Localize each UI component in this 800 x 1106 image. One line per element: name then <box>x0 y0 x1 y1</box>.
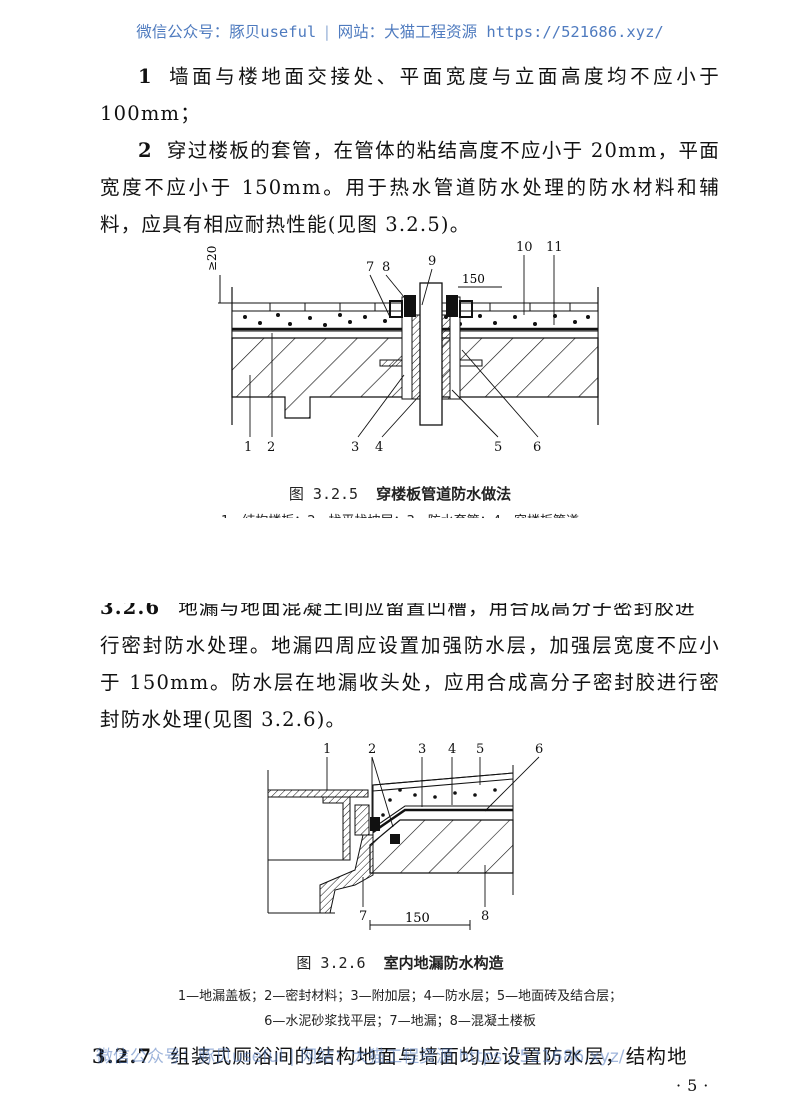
figure-3-2-6-diagram: 150 1 2 3 4 5 6 7 8 <box>267 742 543 930</box>
figure-3-2-5-caption: 图 3.2.5 穿楼板管道防水做法 <box>0 483 800 504</box>
page-number-value: 5 <box>687 1076 704 1095</box>
figure-3-2-6-legend-line1: 1—地漏盖板；2—密封材料；3—附加层；4—防水层；5—地面砖及结合层； <box>177 989 623 1004</box>
figure-title: 穿楼板管道防水做法 <box>376 485 512 503</box>
watermark-wechat: 微信公众号：豚贝useful <box>136 23 317 41</box>
section-text: 组装式厕浴间的结构地面与墙面均应设置防水层，结构地 <box>170 1045 688 1068</box>
svg-text:9: 9 <box>428 254 436 269</box>
figure-number: 图 3.2.6 <box>296 954 366 972</box>
figure-3-2-5-legend-clipped: 1—结构楼板；2—找平找坡层；3—防水套管；4—穿楼板管道 <box>0 510 800 518</box>
svg-text:7: 7 <box>359 909 367 924</box>
svg-text:8: 8 <box>382 260 390 275</box>
svg-text:10: 10 <box>516 240 533 255</box>
watermark-site: 网站：大猫工程资源 https://521686.xyz/ <box>337 23 664 41</box>
section-3-2-6-body: 行密封防水处理。地漏四周应设置加强防水层，加强层宽度不应小于 150mm。防水层… <box>100 627 720 738</box>
svg-text:2: 2 <box>267 440 275 455</box>
svg-text:5: 5 <box>494 440 502 455</box>
section-text-line1: 地漏与地面混凝土间应留置凹槽，用合成高分子密封胶进 <box>178 603 696 619</box>
section-3-2-6-line1-clipped: 3.2.6 地漏与地面混凝土间应留置凹槽，用合成高分子密封胶进 <box>100 603 720 625</box>
svg-text:1: 1 <box>244 440 252 455</box>
svg-text:3: 3 <box>418 742 426 757</box>
svg-text:8: 8 <box>481 909 489 924</box>
figure-3-2-6-caption: 图 3.2.6 室内地漏防水构造 <box>0 952 800 973</box>
svg-text:2: 2 <box>368 742 376 757</box>
svg-text:150: 150 <box>462 272 485 286</box>
svg-text:6: 6 <box>533 440 541 455</box>
section-3-2-7: 3.2.7 组装式厕浴间的结构地面与墙面均应设置防水层，结构地 <box>92 1040 688 1069</box>
section-number: 3.2.7 <box>92 1045 153 1068</box>
figure-title: 室内地漏防水构造 <box>383 954 504 972</box>
svg-text:11: 11 <box>546 240 563 255</box>
svg-text:150: 150 <box>405 911 430 926</box>
svg-text:1: 1 <box>323 742 331 757</box>
svg-text:≥20: ≥20 <box>205 246 219 271</box>
clause-text: 穿过楼板的套管，在管体的粘结高度不应小于 20mm，平面宽度不应小于 150mm… <box>100 139 720 236</box>
section-number: 3.2.6 <box>100 603 161 619</box>
section-text: 行密封防水处理。地漏四周应设置加强防水层，加强层宽度不应小于 150mm。防水层… <box>100 634 720 731</box>
svg-text:4: 4 <box>375 440 383 455</box>
clause-number: 1 <box>138 65 153 88</box>
clause-text: 墙面与楼地面交接处、平面宽度与立面高度均不应小于100mm； <box>100 65 720 125</box>
page-number: ·5· <box>676 1076 715 1095</box>
svg-text:6: 6 <box>535 742 543 757</box>
watermark-header: 微信公众号：豚贝useful | 网站：大猫工程资源 https://521686.… <box>0 20 800 42</box>
svg-text:5: 5 <box>476 742 484 757</box>
svg-text:7: 7 <box>366 260 374 275</box>
figure-legend: 1—结构楼板；2—找平找坡层；3—防水套管；4—穿楼板管道 <box>0 510 800 518</box>
clause-number: 2 <box>138 139 153 162</box>
watermark-separator: | <box>322 23 332 41</box>
svg-text:4: 4 <box>448 742 456 757</box>
figure-3-2-6-legend-line2: 6—水泥砂浆找平层；7—地漏；8—混凝土楼板 <box>264 1014 536 1029</box>
svg-text:3: 3 <box>351 440 359 455</box>
figure-number: 图 3.2.5 <box>288 485 359 503</box>
